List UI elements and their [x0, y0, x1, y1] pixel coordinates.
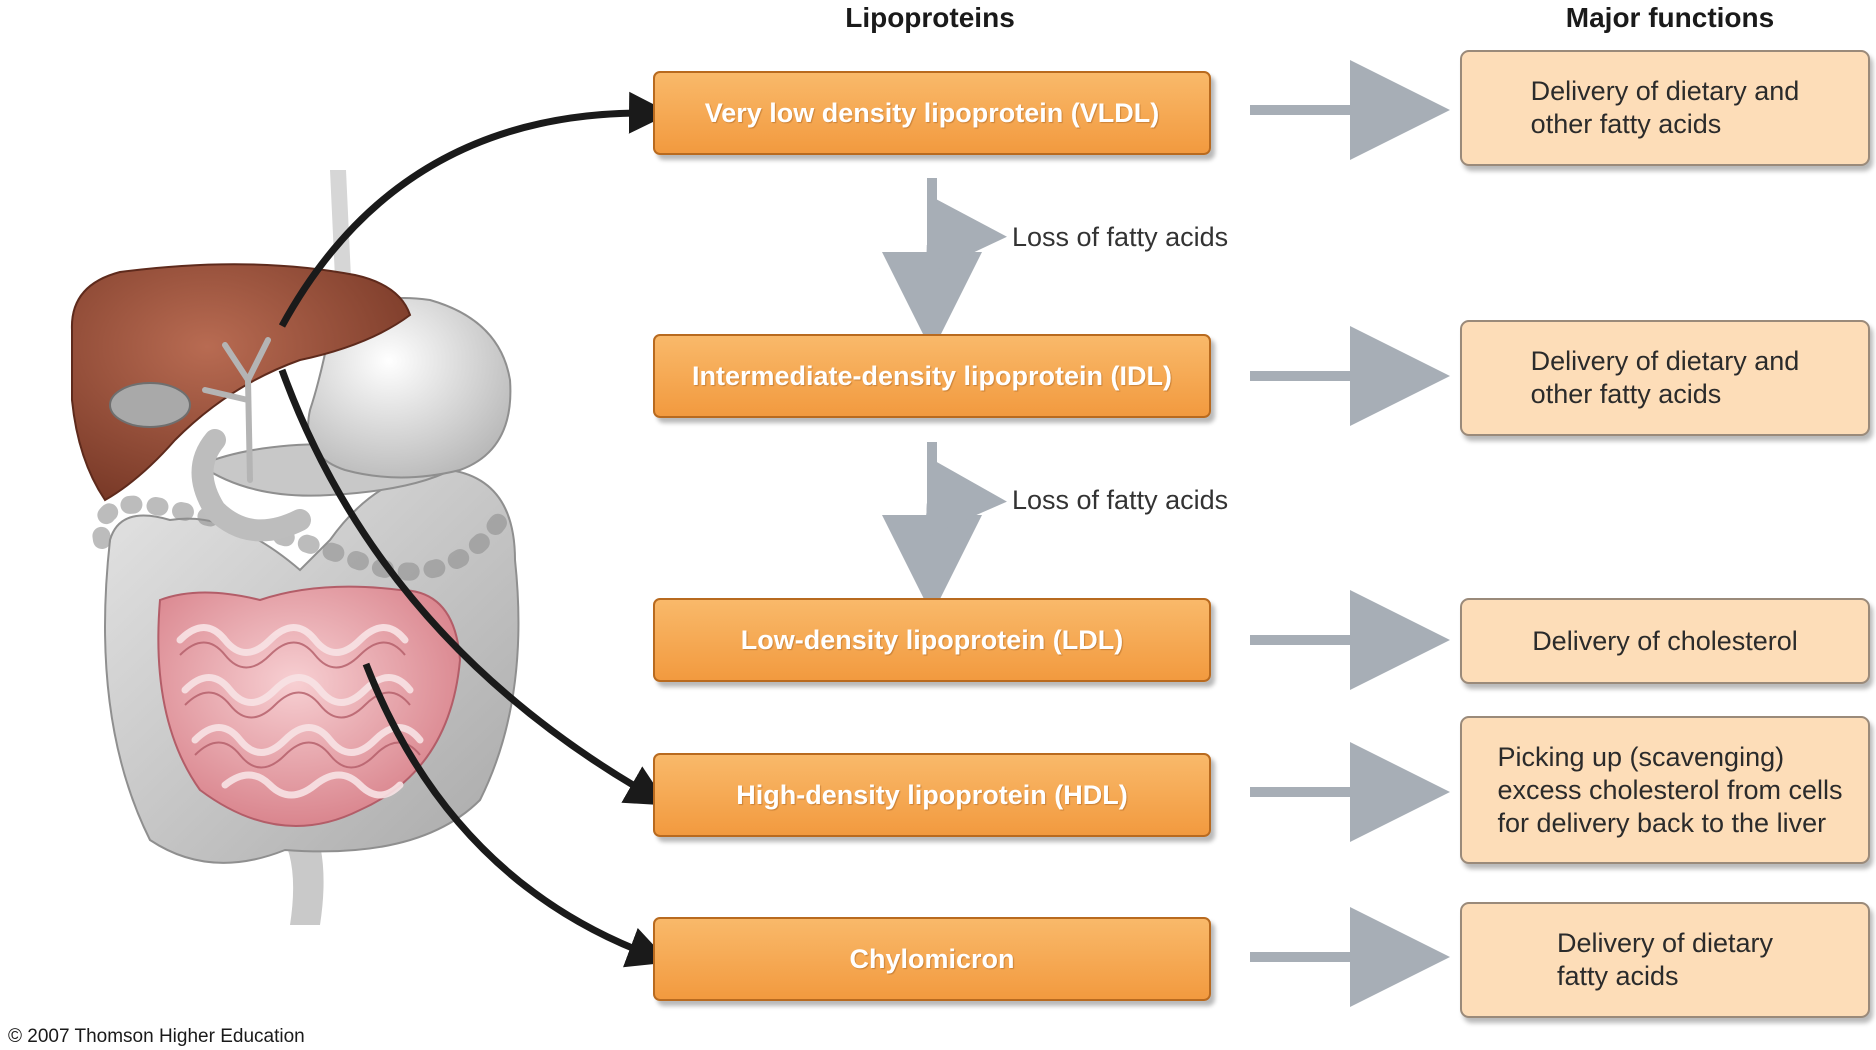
liver-to-hdl-arrow	[278, 368, 669, 806]
function-arrows	[1250, 60, 1450, 1007]
major-functions-header: Major functions	[1565, 2, 1775, 33]
liver-to-vldl-arrow	[278, 91, 671, 328]
lipoprotein-box-idl: Intermediate-density lipoprotein (IDL)	[653, 334, 1211, 418]
esophagus-shape	[330, 170, 352, 300]
gallbladder-shape	[109, 382, 191, 428]
function-text-ldl: Delivery of cholesterol	[1532, 625, 1798, 656]
fatty-acid-loss-arrow-1	[925, 194, 1007, 275]
function-text-hdl: Picking up (scavenging) excess cholester…	[1497, 741, 1843, 838]
lipoprotein-box-vldl: Very low density lipoprotein (VLDL)	[653, 71, 1211, 155]
duodenum-shape	[191, 429, 311, 542]
function-box-idl: Delivery of dietary and other fatty acid…	[1460, 320, 1870, 436]
bile-duct-shape	[202, 337, 271, 483]
origin-arrows	[278, 91, 671, 968]
lipoprotein-box-chylomicron: Chylomicron	[653, 917, 1211, 1001]
liver-shape	[70, 263, 412, 502]
copyright-notice: © 2007 Thomson Higher Education	[8, 1026, 305, 1047]
lipoproteins-header: Lipoproteins	[845, 2, 1015, 33]
conversion-arrows	[882, 178, 1007, 615]
loss-of-fatty-acids-label-2: Loss of fatty acids	[1012, 485, 1229, 515]
lipoprotein-box-hdl: High-density lipoprotein (HDL)	[653, 753, 1211, 837]
function-text-idl: Delivery of dietary and other fatty acid…	[1530, 346, 1800, 409]
intestine-to-chylomicron-arrow	[362, 662, 670, 968]
loss-of-fatty-acids-label-1: Loss of fatty acids	[1012, 222, 1229, 252]
function-text-vldl: Delivery of dietary and other fatty acid…	[1530, 76, 1800, 139]
fatty-acid-loss-arrow-2	[925, 457, 1007, 538]
function-box-chylomicron: Delivery of dietary fatty acids	[1460, 902, 1870, 1018]
function-box-vldl: Delivery of dietary and other fatty acid…	[1460, 50, 1870, 166]
lipoprotein-box-ldl: Low-density lipoprotein (LDL)	[653, 598, 1211, 682]
function-text-chylomicron: Delivery of dietary fatty acids	[1556, 928, 1774, 991]
function-box-hdl: Picking up (scavenging) excess cholester…	[1460, 716, 1870, 864]
function-box-ldl: Delivery of cholesterol	[1460, 598, 1870, 684]
